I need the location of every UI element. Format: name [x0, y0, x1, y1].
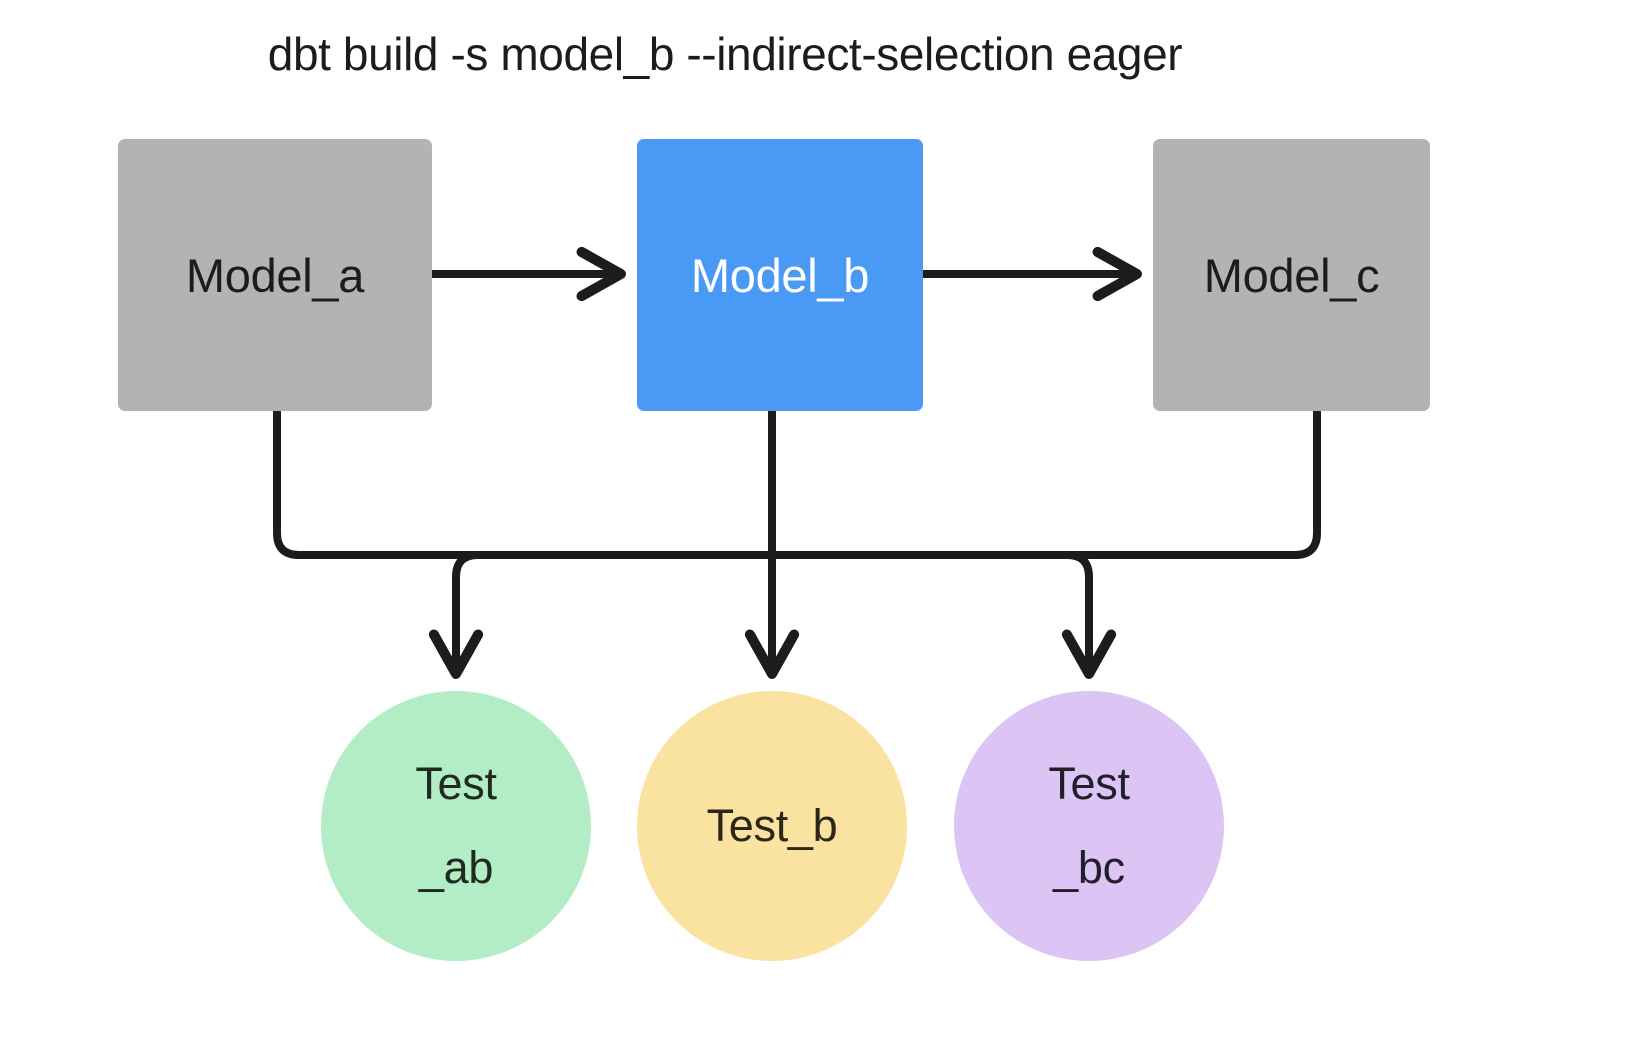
edge-model-c-to-tests: [772, 411, 1321, 559]
edge-bus-to-test-bc: [1061, 551, 1117, 679]
node-model-b[interactable]: Model_b: [637, 139, 923, 411]
node-test-bc[interactable]: Test _bc: [954, 691, 1224, 961]
node-model-a[interactable]: Model_a: [118, 139, 432, 411]
node-test-b[interactable]: Test_b: [637, 691, 907, 961]
node-model-c-label: Model_c: [1203, 248, 1380, 302]
node-model-c[interactable]: Model_c: [1153, 139, 1430, 411]
node-test-bc-label-line-1: Test: [1048, 758, 1130, 809]
node-test-b-label-line-1: Test_b: [706, 800, 838, 851]
node-test-bc-label-line-2: _bc: [1053, 842, 1125, 893]
node-test-ab[interactable]: Test _ab: [321, 691, 591, 961]
edge-bus-to-test-ab: [428, 551, 484, 679]
diagram-title: dbt build -s model_b --indirect-selectio…: [267, 28, 1183, 80]
node-test-ab-label-line-2: _ab: [418, 842, 494, 893]
node-model-a-label: Model_a: [185, 248, 365, 302]
edge-model-a-to-tests: [273, 411, 772, 559]
node-model-b-label: Model_b: [690, 248, 870, 302]
node-test-ab-label-line-1: Test: [415, 758, 497, 809]
